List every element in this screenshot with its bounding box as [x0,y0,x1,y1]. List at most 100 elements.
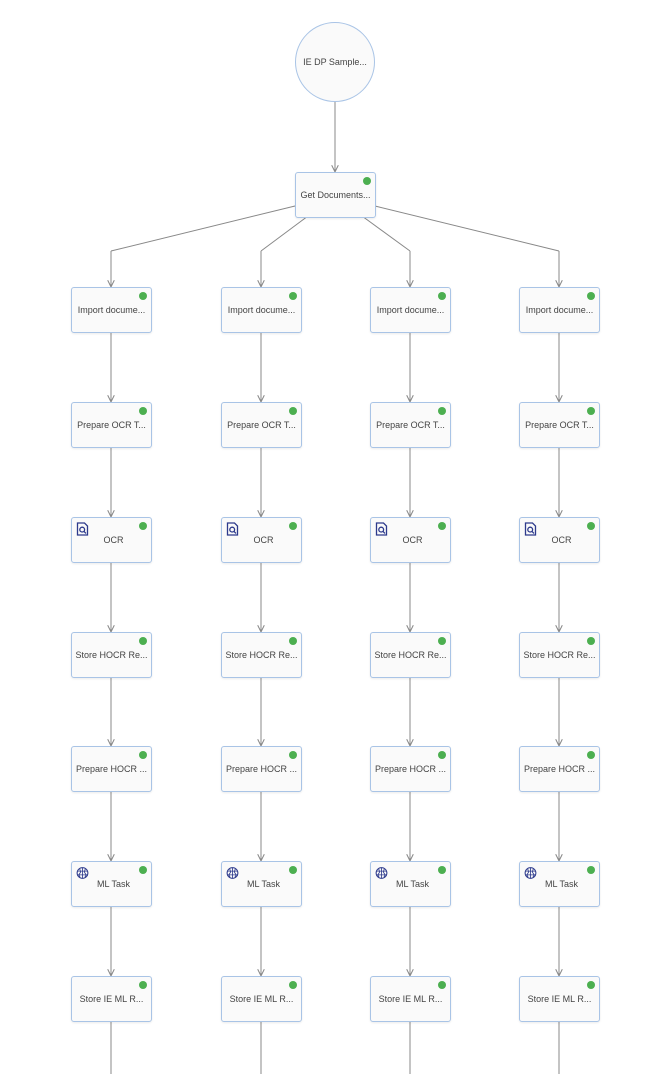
status-success-icon [438,522,446,530]
workflow-node-label: Import docume... [227,305,296,315]
status-success-icon [438,981,446,989]
workflow-node[interactable]: Import docume... [221,287,302,333]
workflow-node-label: Store IE ML R... [527,994,592,1004]
status-success-icon [139,981,147,989]
workflow-node[interactable]: Prepare OCR T... [519,402,600,448]
workflow-node[interactable]: Import docume... [519,287,600,333]
ml-brain-icon [226,867,239,879]
status-success-icon [289,981,297,989]
workflow-node[interactable]: Store IE ML R... [221,976,302,1022]
edge-connector [260,215,309,252]
workflow-node[interactable]: ML Task [370,861,451,907]
root-node-label: Get Documents... [300,190,371,200]
workflow-node[interactable]: OCR [71,517,152,563]
workflow-node-label: Import docume... [77,305,146,315]
workflow-node[interactable]: Prepare OCR T... [221,402,302,448]
status-success-icon [438,407,446,415]
status-success-icon [289,866,297,874]
workflow-node-label: OCR [103,535,124,545]
workflow-node[interactable]: Import docume... [370,287,451,333]
workflow-node[interactable]: Prepare OCR T... [370,402,451,448]
workflow-node-label: Store IE ML R... [79,994,144,1004]
edge-connector [110,205,296,252]
workflow-node[interactable]: Prepare HOCR ... [221,746,302,792]
status-success-icon [139,866,147,874]
status-success-icon [587,292,595,300]
ocr-document-icon [226,522,239,536]
edge-connector [374,205,560,252]
workflow-node[interactable]: ML Task [519,861,600,907]
workflow-node-label: ML Task [544,879,578,889]
workflow-node-label: Import docume... [376,305,445,315]
workflow-node-label: Store HOCR Re... [523,650,596,660]
workflow-node[interactable]: OCR [519,517,600,563]
workflow-node[interactable]: Store HOCR Re... [519,632,600,678]
workflow-node[interactable]: Store IE ML R... [519,976,600,1022]
status-success-icon [438,866,446,874]
status-success-icon [139,407,147,415]
workflow-node-label: Store HOCR Re... [374,650,447,660]
status-success-icon [438,292,446,300]
status-success-icon [587,407,595,415]
workflow-node-label: OCR [551,535,572,545]
workflow-node-label: Prepare OCR T... [227,420,296,430]
workflow-node-label: ML Task [96,879,130,889]
workflow-node[interactable]: OCR [370,517,451,563]
workflow-node[interactable]: OCR [221,517,302,563]
ocr-document-icon [76,522,89,536]
workflow-node[interactable]: ML Task [221,861,302,907]
status-success-icon [139,751,147,759]
workflow-node[interactable]: Store HOCR Re... [71,632,152,678]
workflow-node[interactable]: Store IE ML R... [370,976,451,1022]
status-success-icon [363,177,371,185]
workflow-node-label: OCR [402,535,423,545]
workflow-node-label: Prepare HOCR ... [523,764,596,774]
ocr-document-icon [524,522,537,536]
workflow-node[interactable]: ML Task [71,861,152,907]
status-success-icon [587,751,595,759]
ml-brain-icon [524,867,537,879]
status-success-icon [587,637,595,645]
status-success-icon [587,522,595,530]
ml-brain-icon [76,867,89,879]
workflow-node-label: Prepare HOCR ... [374,764,447,774]
status-success-icon [289,407,297,415]
status-success-icon [289,637,297,645]
status-success-icon [139,292,147,300]
workflow-node-label: Prepare OCR T... [376,420,445,430]
status-success-icon [139,522,147,530]
workflow-node-label: ML Task [246,879,280,889]
status-success-icon [289,751,297,759]
status-success-icon [438,751,446,759]
workflow-node[interactable]: Store IE ML R... [71,976,152,1022]
workflow-node-label: Store IE ML R... [229,994,294,1004]
status-success-icon [587,866,595,874]
status-success-icon [438,637,446,645]
status-success-icon [139,637,147,645]
workflow-node-label: Prepare HOCR ... [75,764,148,774]
status-success-icon [587,981,595,989]
workflow-node[interactable]: Prepare HOCR ... [71,746,152,792]
status-success-icon [289,522,297,530]
workflow-node-label: Store HOCR Re... [225,650,298,660]
root-node[interactable]: Get Documents... [295,172,376,218]
workflow-node-label: Store IE ML R... [378,994,443,1004]
workflow-node[interactable]: Store HOCR Re... [370,632,451,678]
workflow-node-label: Import docume... [525,305,594,315]
workflow-node-label: ML Task [395,879,429,889]
start-node-label: IE DP Sample... [303,57,367,67]
workflow-node[interactable]: Prepare HOCR ... [370,746,451,792]
workflow-node[interactable]: Store HOCR Re... [221,632,302,678]
workflow-node-label: Store HOCR Re... [75,650,148,660]
status-success-icon [289,292,297,300]
start-node[interactable]: IE DP Sample... [295,22,375,102]
workflow-node-label: OCR [253,535,274,545]
edge-connector [361,215,411,252]
workflow-node-label: Prepare OCR T... [77,420,146,430]
workflow-node[interactable]: Prepare HOCR ... [519,746,600,792]
workflow-node[interactable]: Import docume... [71,287,152,333]
ocr-document-icon [375,522,388,536]
workflow-node[interactable]: Prepare OCR T... [71,402,152,448]
